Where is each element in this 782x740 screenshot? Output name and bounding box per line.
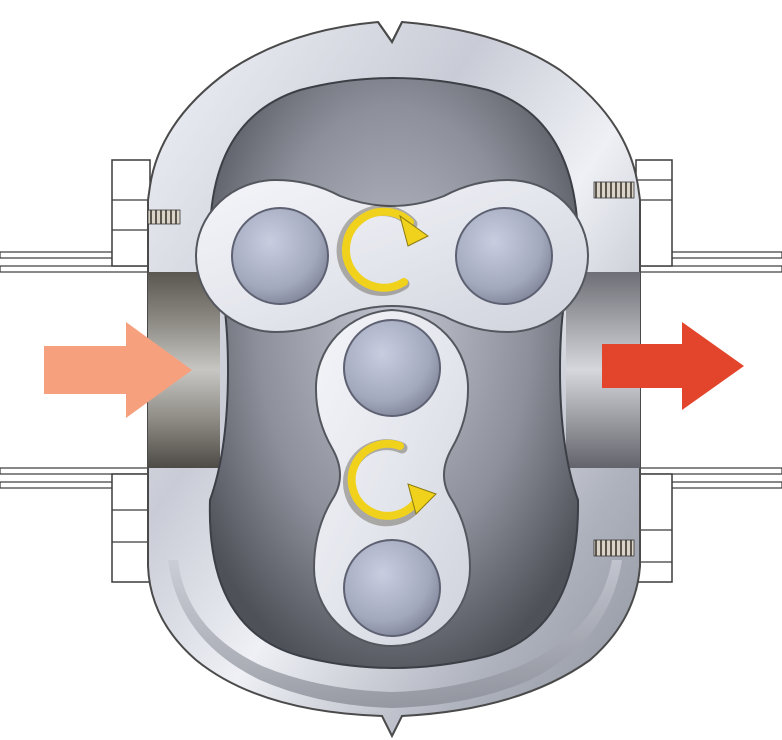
upper-rotor-hub-right	[456, 208, 552, 304]
bolt-thread-right-top	[594, 182, 634, 198]
bolt-thread-left-top	[148, 210, 180, 224]
lower-rotor-hub-bottom	[344, 540, 440, 636]
upper-rotor-hub-left	[232, 208, 328, 304]
bolt-thread-right-bottom	[594, 540, 634, 556]
lower-rotor-hub-top	[344, 320, 440, 416]
